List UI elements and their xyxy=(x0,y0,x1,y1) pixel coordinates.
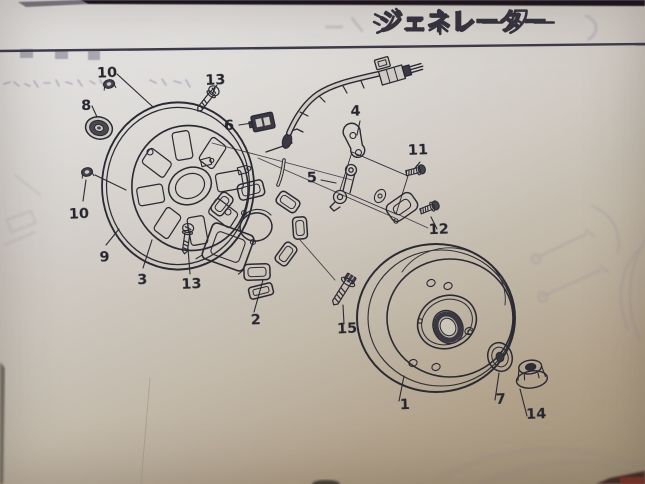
kana-small-e xyxy=(404,19,424,31)
callouts: 10 13 8 6 4 11 10 5 12 9 3 13 2 15 1 7 1… xyxy=(69,65,547,423)
callout-6: 6 xyxy=(224,118,235,134)
callout-11: 11 xyxy=(408,142,429,159)
flange-nut-part-14 xyxy=(515,359,548,389)
flange-bolt-part-15 xyxy=(332,272,357,306)
wire-harness xyxy=(265,56,424,187)
callout-5: 5 xyxy=(307,170,318,186)
washer-part-7 xyxy=(486,341,514,373)
nut-part-10-upper xyxy=(102,79,117,91)
callout-3: 3 xyxy=(137,272,148,288)
photo-corner-maroon xyxy=(620,477,645,484)
bolt-part-11 xyxy=(405,164,426,177)
page-title-text: ジェネレーター xyxy=(379,8,547,36)
pickup-coil-unit xyxy=(339,151,419,224)
kana-re xyxy=(458,10,475,33)
ghost-bleedthrough xyxy=(3,14,645,484)
grommet-part-8 xyxy=(84,116,114,140)
bracket-part-5 xyxy=(329,163,358,212)
callout-13-upper: 13 xyxy=(205,72,226,89)
photo-edge-top xyxy=(80,0,645,6)
stator-coil-assembly xyxy=(195,179,309,300)
callout-7: 7 xyxy=(495,392,506,408)
callout-13-lower: 13 xyxy=(181,276,202,293)
callout-2: 2 xyxy=(250,312,261,328)
screw-part-13-upper xyxy=(197,85,220,112)
callout-12: 12 xyxy=(428,222,449,239)
callout-1: 1 xyxy=(399,397,410,413)
screw-part-13-lower xyxy=(181,222,195,255)
connector-part-6 xyxy=(248,111,276,133)
callout-14: 14 xyxy=(526,406,547,423)
photo-edge-left xyxy=(0,362,5,484)
header-rule xyxy=(0,42,645,53)
photo-edge-bottom-blob xyxy=(312,480,340,484)
stator-base-plate xyxy=(101,101,255,271)
kana-ta xyxy=(505,9,528,35)
callout-15: 15 xyxy=(337,321,358,338)
callout-4: 4 xyxy=(350,104,361,120)
callout-10-lower: 10 xyxy=(69,206,90,223)
bracket-part-4 xyxy=(342,122,366,159)
callout-9: 9 xyxy=(99,249,110,265)
photo-edge-top-left xyxy=(18,0,88,7)
callout-8: 8 xyxy=(81,98,92,114)
harness-connector xyxy=(373,56,424,86)
kana-ne xyxy=(428,8,450,36)
callout-10-upper: 10 xyxy=(97,65,118,82)
flywheel-rotor-part-1 xyxy=(356,243,516,393)
bolt-part-12 xyxy=(419,200,440,215)
page-title: ジェネレーター xyxy=(372,7,555,37)
leader-lines xyxy=(82,73,528,417)
nut-part-10-lower xyxy=(80,167,95,179)
kana-ji xyxy=(372,7,401,35)
diagram-art xyxy=(80,56,548,417)
